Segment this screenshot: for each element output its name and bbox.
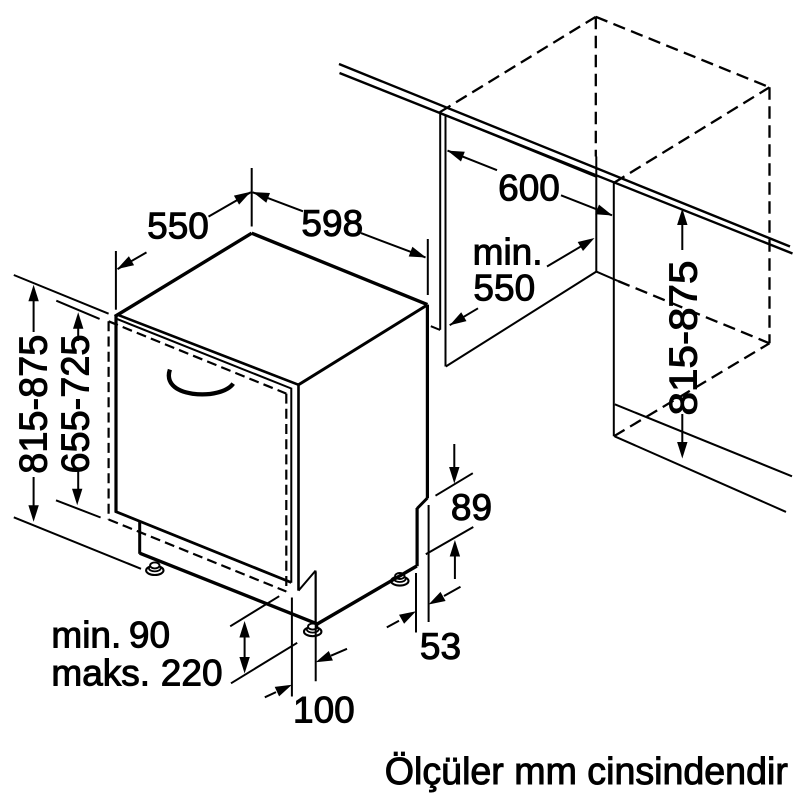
svg-text:600: 600 xyxy=(498,168,560,209)
svg-text:Ölçüler mm cinsindendir: Ölçüler mm cinsindendir xyxy=(385,750,788,792)
svg-text:100: 100 xyxy=(293,690,355,731)
svg-text:maks.: maks. xyxy=(51,653,150,694)
svg-text:655-725: 655-725 xyxy=(54,335,97,474)
svg-text:min.: min. xyxy=(51,614,121,655)
svg-text:550: 550 xyxy=(473,268,535,309)
svg-text:89: 89 xyxy=(451,487,492,528)
svg-text:90: 90 xyxy=(129,614,170,655)
svg-text:598: 598 xyxy=(301,203,363,244)
svg-text:550: 550 xyxy=(147,206,209,247)
svg-text:815-875: 815-875 xyxy=(12,335,55,474)
svg-text:220: 220 xyxy=(161,653,223,694)
svg-text:53: 53 xyxy=(420,626,461,667)
svg-text:815-875: 815-875 xyxy=(663,261,706,416)
svg-text:min.: min. xyxy=(473,232,543,273)
